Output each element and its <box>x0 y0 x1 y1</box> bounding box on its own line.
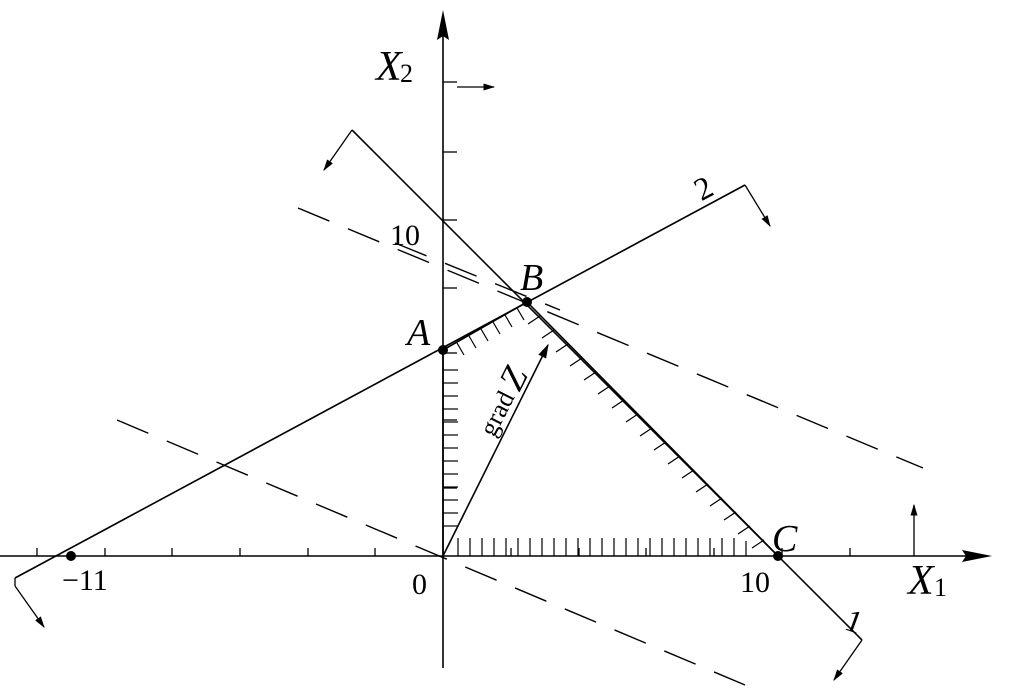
gradient-label: grad Z <box>474 359 537 440</box>
point-minus-11 <box>66 551 76 561</box>
label-A: A <box>404 312 431 354</box>
y-axis-arrowhead <box>437 10 449 40</box>
y-axis <box>437 10 449 668</box>
label-C: C <box>772 518 798 560</box>
hatching-bottom <box>457 538 747 556</box>
x-axis <box>0 550 992 562</box>
point-C <box>773 551 783 561</box>
gradient-vector <box>442 343 549 557</box>
feasible-region <box>442 301 779 557</box>
constraint-line-1 <box>323 129 863 681</box>
svg-text:2: 2 <box>400 59 413 88</box>
svg-text:X: X <box>906 558 936 604</box>
svg-text:X: X <box>374 44 404 90</box>
line-2-label: 2 <box>688 168 719 207</box>
hatching-bc <box>527 315 765 549</box>
y-axis-ticks <box>443 81 457 489</box>
point-A <box>438 345 448 355</box>
x-tick-label-neg11: −11 <box>62 564 108 597</box>
y-axis-label: X 2 <box>374 44 413 90</box>
point-B <box>522 297 532 307</box>
constraint-line-2 <box>14 184 771 628</box>
x-axis-arrowhead <box>962 550 992 562</box>
origin-label: 0 <box>412 568 427 601</box>
y-tick-label-10: 10 <box>390 219 420 252</box>
x-tick-label-10: 10 <box>740 566 770 599</box>
label-B: B <box>520 257 543 299</box>
hatching-left <box>443 369 458 527</box>
line-1-label: 1 <box>841 601 868 640</box>
hatching-ab <box>456 307 525 356</box>
svg-text:1: 1 <box>934 573 947 602</box>
objective-level-lines <box>116 207 924 686</box>
x-axis-label: X 1 <box>906 558 947 604</box>
